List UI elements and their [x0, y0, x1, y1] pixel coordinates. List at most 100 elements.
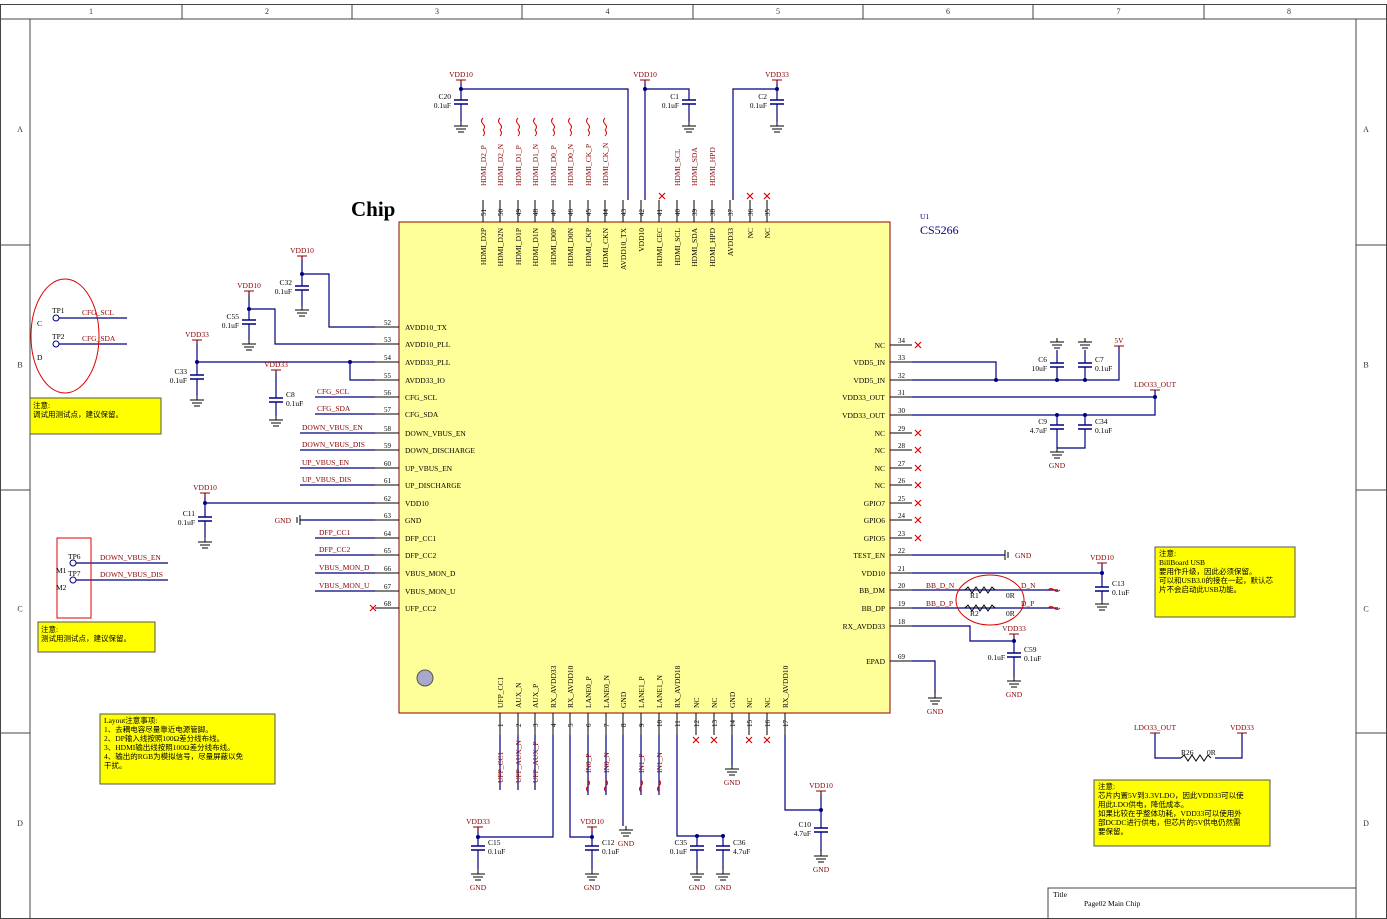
no-connect-mark — [692, 736, 700, 744]
ic-pin-number: 24 — [898, 512, 906, 520]
cap-value: 4.7uF — [1030, 426, 1047, 435]
test-point-icon — [52, 340, 60, 348]
junction-dot — [476, 835, 480, 839]
cap-ref: C59 — [1024, 645, 1037, 654]
ic-pin-name: VDD33_OUT — [842, 411, 885, 420]
note-line: 3、HDMI输出线按照100Ω差分线布线。 — [104, 742, 235, 752]
ic-pin-name: AUX_N — [514, 682, 523, 708]
ic-pin-name: HDMI_D1N — [531, 227, 540, 266]
ic-pin-name: TEST_EN — [853, 551, 885, 560]
cap-ref: C1 — [670, 92, 679, 101]
diff-pair-mark — [569, 129, 572, 137]
no-connect-mark — [914, 446, 922, 454]
cap-ref: C11 — [183, 509, 195, 518]
zone-col-label: 7 — [1117, 7, 1121, 16]
ic-pin-number: 28 — [898, 442, 906, 450]
ground-symbol — [269, 416, 283, 427]
ic-pin-number: 56 — [384, 389, 392, 397]
net-label: DOWN_VBUS_EN — [100, 553, 161, 562]
wire — [912, 660, 936, 694]
zone-row-label-right: B — [1363, 361, 1368, 370]
net-label: BB_D_P — [926, 599, 953, 608]
no-connect-mark — [763, 736, 771, 744]
ic-pin-number: 9 — [638, 723, 646, 727]
no-connect-mark — [658, 192, 666, 200]
ic-pin-number: 30 — [898, 407, 906, 415]
ic-pin-name: AVDD10_PLL — [405, 340, 451, 349]
ic-pin-number: 3 — [532, 723, 540, 727]
diff-pair-mark — [552, 129, 555, 137]
cap-ref: C6 — [1038, 355, 1047, 364]
gnd-label: GND — [584, 883, 601, 892]
net-label: DFP_CC2 — [319, 545, 351, 554]
net-label: D_N — [1021, 581, 1036, 590]
ic-body[interactable] — [398, 221, 891, 714]
ic-pin-number: 33 — [898, 354, 906, 362]
power-port-label: 5V — [1114, 336, 1124, 345]
test-point-icon — [69, 559, 77, 567]
ic-pin-name: UFP_CC1 — [496, 676, 505, 708]
junction-dot — [1153, 395, 1157, 399]
ic-pin-name: EPAD — [866, 657, 885, 666]
ic-pin-number: 18 — [898, 618, 906, 626]
power-port-label: LDO33_OUT — [1134, 723, 1176, 732]
ic-pin-number: 62 — [384, 495, 392, 503]
ground-symbol — [242, 340, 256, 351]
note-line: 芯片内置5V到3.3VLDO，因此VDD33可以使 — [1098, 790, 1244, 800]
zone-col-label: 5 — [776, 7, 780, 16]
no-connect-mark — [914, 429, 922, 437]
zone-col-label: 2 — [265, 7, 269, 16]
net-label: HDMI_HPD — [708, 147, 717, 186]
resistor-value: 0R — [1006, 609, 1015, 618]
ic-pin-number: 41 — [656, 209, 664, 217]
net-label: IN1_N — [655, 752, 664, 773]
wire — [569, 735, 592, 838]
resistor-icon — [964, 586, 996, 594]
ic-pin-number: 43 — [620, 209, 628, 217]
wire — [1154, 733, 1181, 759]
net-label: GND — [1015, 551, 1032, 560]
net-label: CFG_SCL — [317, 387, 350, 396]
tp-highlight-ellipse — [30, 278, 100, 394]
ground-symbol — [295, 306, 309, 317]
net-label: HDMI_D2_N — [496, 143, 505, 186]
cap-value: 0.1uF — [222, 321, 239, 330]
ic-pin-name: HDMI_D1P — [514, 228, 523, 265]
ic-pin-number: 34 — [898, 337, 906, 345]
note-line: 要保留。 — [1098, 826, 1128, 836]
ground-symbol — [198, 538, 212, 549]
test-point-icon — [52, 314, 60, 322]
diff-pair-mark — [639, 779, 643, 793]
ground-symbol — [454, 122, 468, 133]
ic-pin-name: VDD5_IN — [853, 358, 885, 367]
diff-pair-mark — [482, 129, 485, 137]
note-billboard: 注意: BillBoard USB要用作升级，因此必须保留。可以和USB3.0的… — [1154, 546, 1296, 618]
net-label: HDMI_SCL — [673, 148, 682, 186]
ic-pin-name: NC — [746, 228, 755, 238]
ic-pin-name: AVDD10_TX — [405, 323, 448, 332]
ic-pin-number: 32 — [898, 372, 906, 380]
note-line: 要用作升级，因此必须保留。 — [1159, 566, 1257, 576]
power-port-label: VDD10 — [237, 281, 261, 290]
wire — [912, 625, 1014, 642]
ic-pin-number: 26 — [898, 477, 906, 485]
power-port-label: VDD10 — [449, 70, 473, 79]
diff-pair-mark — [587, 129, 590, 137]
power-port-label: VDD10 — [290, 246, 314, 255]
power-port: VDD10 — [1090, 553, 1114, 567]
note-tp1: 注意: 调试用测试点，建议保留。 — [29, 397, 162, 435]
diff-pair-mark — [517, 129, 520, 137]
ic-pin-name: UFP_CC2 — [405, 604, 437, 613]
ic-pin-name: NC — [763, 698, 772, 708]
cap-value: 0.1uF — [602, 847, 619, 856]
wire — [349, 362, 375, 381]
power-port-label: VDD33 — [185, 330, 209, 339]
power-port: VDD33 — [1002, 624, 1026, 638]
ic-pin-number: 44 — [602, 209, 610, 217]
ic-pin-name: UP_VBUS_EN — [405, 464, 453, 473]
note-line: 片不会启动此USB功能。 — [1159, 584, 1241, 594]
title-block-label: Title — [1053, 890, 1068, 899]
